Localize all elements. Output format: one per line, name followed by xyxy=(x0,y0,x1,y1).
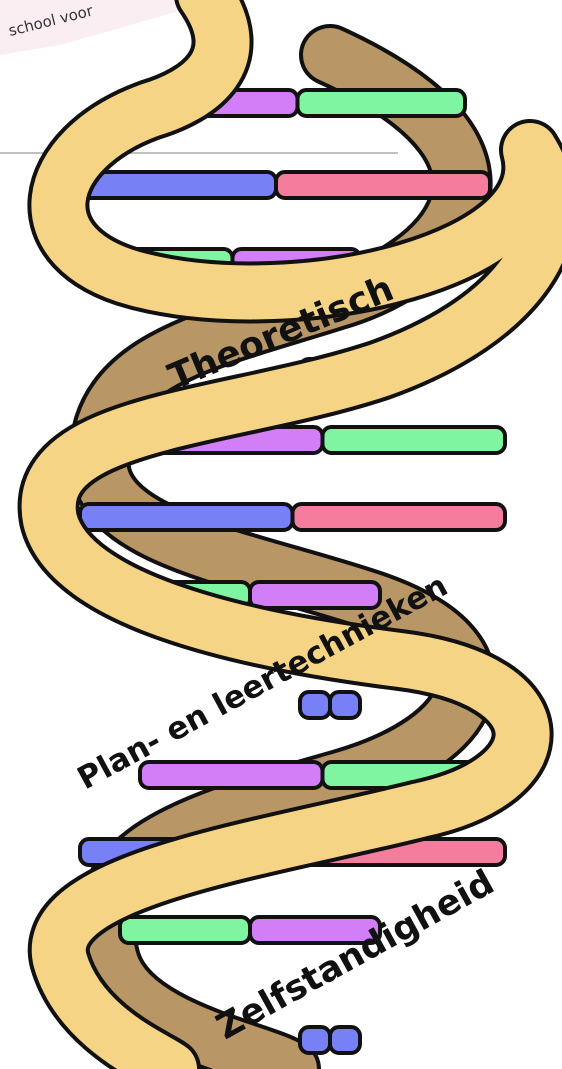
label-independence-text: Zelfstandigheid xyxy=(210,863,501,1048)
corner-decoration xyxy=(0,0,215,55)
label-independence: Zelfstandigheid xyxy=(210,863,501,1048)
rung-right-segment xyxy=(248,580,382,610)
base-pair-rungs xyxy=(60,88,507,1055)
rung-left-segment xyxy=(118,915,252,945)
rung-right-segment xyxy=(295,88,467,118)
rung-left-segment xyxy=(78,502,295,532)
rung-right-segment xyxy=(274,170,492,200)
rung-left-segment xyxy=(298,1025,332,1055)
rung-right-segment xyxy=(290,502,507,532)
front-strand-fill xyxy=(21,0,562,1069)
rung-right-segment xyxy=(328,690,362,720)
rung-right-segment xyxy=(320,425,507,455)
rung-left-segment xyxy=(138,760,325,790)
rung-right-segment xyxy=(328,1025,362,1055)
rung-right-segment xyxy=(248,915,382,945)
rung-left-segment xyxy=(298,690,332,720)
